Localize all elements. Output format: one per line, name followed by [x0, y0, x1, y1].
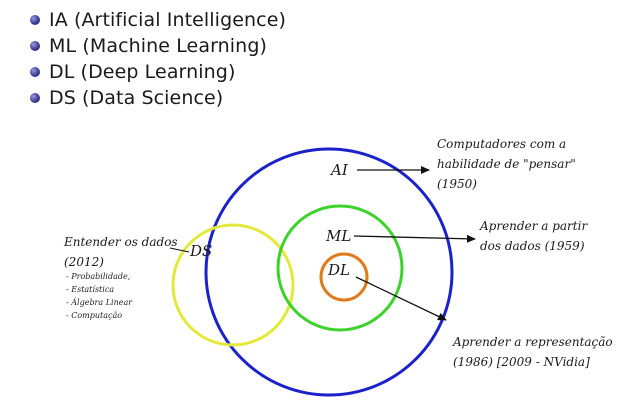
bullet-icon	[30, 93, 40, 103]
ml-circle	[276, 204, 404, 332]
dl-note: Aprender a representação (1986) [2009 - …	[453, 332, 613, 372]
dl-note-line: Aprender a representação	[453, 335, 613, 349]
bullet-text: ML (Machine Learning)	[49, 35, 268, 57]
ds-topic-item: - Álgebra Linear	[66, 298, 133, 307]
ai-circle	[204, 147, 454, 397]
bullet-item-ds: DS (Data Science)	[30, 85, 286, 111]
bullet-text: IA (Artificial Intelligence)	[49, 9, 287, 31]
ds-circle	[171, 223, 295, 347]
ds-topic-list: - Probabilidade, - Estatística - Álgebra…	[66, 270, 132, 322]
ml-circle-label: ML	[326, 227, 352, 245]
dl-circle-label: DL	[328, 261, 350, 279]
ml-note-line: dos dados (1959)	[480, 239, 585, 253]
ds-topic-item: - Probabilidade,	[66, 272, 131, 281]
ml-note-line: Aprender a partir	[480, 219, 588, 233]
ds-topic-item: - Estatística	[66, 285, 115, 294]
dl-arrow	[355, 276, 447, 321]
ml-note: Aprender a partir dos dados (1959)	[480, 216, 587, 256]
dl-note-line: (1986) [2009 - NVidia]	[453, 355, 590, 369]
ai-note-line: habilidade de "pensar"	[437, 157, 576, 171]
bullet-icon	[30, 67, 40, 77]
ds-arrow	[169, 247, 190, 253]
ds-note-line: Entender os dados	[64, 235, 178, 249]
bullet-text: DL (Deep Learning)	[49, 61, 236, 83]
bullet-item-ia: IA (Artificial Intelligence)	[30, 7, 286, 33]
bullet-icon	[30, 41, 40, 51]
ai-circle-label: AI	[331, 161, 348, 179]
dl-circle	[319, 252, 369, 302]
bullet-text: DS (Data Science)	[49, 87, 224, 109]
bullet-item-dl: DL (Deep Learning)	[30, 59, 286, 85]
ds-note: Entender os dados (2012)	[64, 232, 178, 272]
ai-note: Computadores com a habilidade de "pensar…	[437, 134, 576, 194]
ml-arrow	[353, 234, 476, 243]
bullet-item-ml: ML (Machine Learning)	[30, 33, 286, 59]
ds-note-line: (2012)	[64, 255, 104, 269]
ai-note-line: Computadores com a	[437, 137, 567, 151]
bullet-icon	[30, 15, 40, 25]
ds-circle-label: DS	[190, 242, 213, 260]
ai-note-line: (1950)	[437, 177, 477, 191]
ds-topic-item: - Computação	[66, 311, 123, 320]
topic-bullet-list: IA (Artificial Intelligence) ML (Machine…	[30, 7, 286, 111]
